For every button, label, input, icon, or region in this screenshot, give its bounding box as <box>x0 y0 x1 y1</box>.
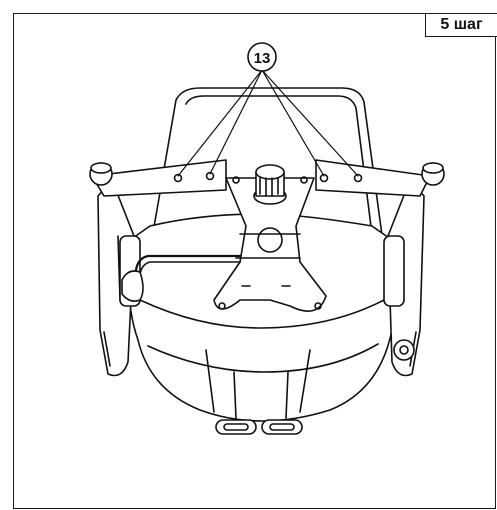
left-mounting-bracket <box>89 159 227 197</box>
right-mounting-bracket <box>315 159 445 197</box>
callout-leader-lines <box>177 69 359 177</box>
instruction-frame <box>13 13 496 509</box>
step-label: 5 шаг <box>425 13 497 37</box>
tilt-mechanism <box>213 176 327 312</box>
callout-13: 13 <box>247 42 277 72</box>
right-armrest <box>383 179 425 377</box>
front-glides <box>215 419 303 435</box>
callout-number: 13 <box>254 50 271 67</box>
adjustment-lever <box>121 254 242 302</box>
gas-lift-knob <box>253 164 287 205</box>
